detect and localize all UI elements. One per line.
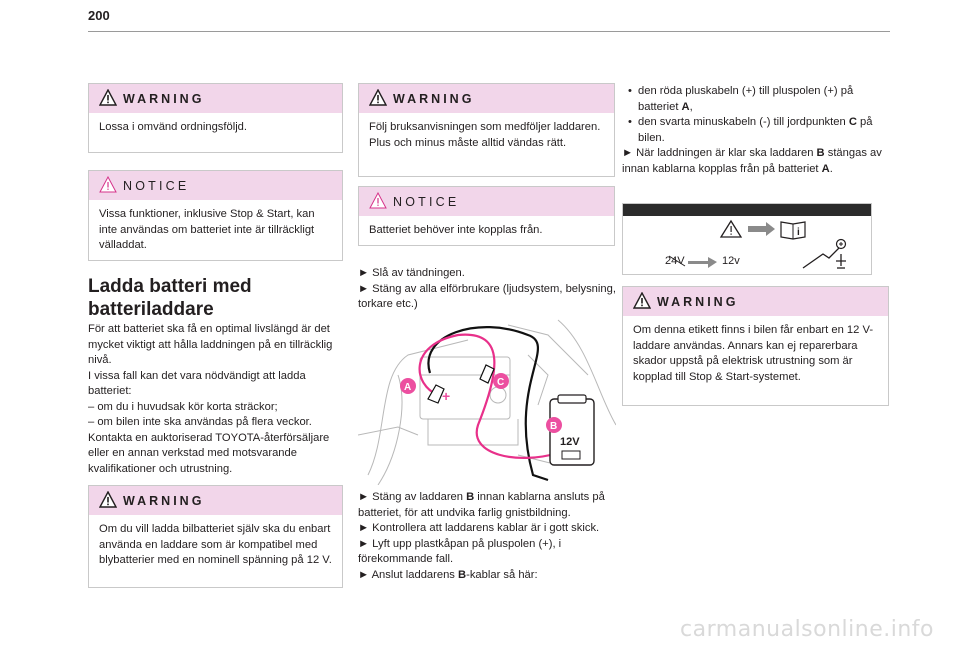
warning-triangle-icon [99, 89, 117, 106]
notice-title: NOTICE [123, 179, 190, 193]
connection-bullets: den röda pluskabeln (+) till pluspolen (… [622, 84, 892, 177]
svg-text:+: + [442, 388, 450, 404]
notice-box-1: NOTICE Vissa funktioner, inklusive Stop … [88, 170, 343, 261]
warning-header: WARNING [89, 84, 342, 113]
warning-box-4: WARNING Om denna etikett finns i bilen f… [622, 286, 889, 406]
warning-box-1: WARNING Lossa i omvänd ordningsföljd. [88, 83, 343, 153]
clamp-icon [802, 247, 840, 269]
label-top-bar [623, 204, 871, 216]
label-arrow-icon [748, 222, 775, 236]
intro-text: För att batteriet ska få en optimal livs… [88, 322, 344, 477]
notice-header: NOTICE [359, 187, 614, 216]
bullet-item: den svarta minuskabeln (-) till jordpunk… [622, 115, 892, 146]
steps-1: ► Slå av tändningen. ► Stäng av alla elf… [358, 266, 616, 313]
warning-title: WARNING [393, 92, 475, 106]
intro-dash-item: – om bilen inte ska användas på flera ve… [88, 416, 312, 428]
intro-dash-item: – om du i huvudsak kör korta sträckor; [88, 400, 278, 413]
notice-triangle-icon [99, 176, 117, 193]
marker-b: B [550, 421, 557, 432]
label-12v: 12v [722, 255, 740, 267]
warning-text: Lossa i omvänd ordningsföljd. [99, 121, 248, 133]
warning-text: Om du vill ladda bilbatteriet själv ska … [99, 523, 332, 566]
warning-title: WARNING [123, 92, 205, 106]
step-item: ► Stäng av alla elförbrukare (ljudsystem… [358, 282, 616, 311]
battery-charger-illustration: + 12V A C B [358, 319, 616, 485]
notice-box-2: NOTICE Batteriet behöver inte kopplas fr… [358, 186, 615, 246]
steps-2: ► Stäng av laddaren B innan kablarna ans… [358, 490, 616, 583]
label-warning-icon [719, 219, 743, 238]
charger-label-image: i 24V 12v [622, 203, 872, 275]
warning-text: Om denna etikett finns i bilen får enbar… [633, 324, 874, 383]
warning-box-2: WARNING Om du vill ladda bilbatteriet sj… [88, 485, 343, 588]
warning-triangle-icon [369, 89, 387, 106]
notice-header: NOTICE [89, 171, 342, 200]
warning-header: WARNING [89, 486, 342, 515]
step-item: ► Kontrollera att laddarens kablar är i … [358, 522, 600, 534]
notice-title: NOTICE [393, 195, 460, 209]
intro-paragraph: För att batteriet ska få en optimal livs… [88, 323, 333, 366]
step-item: ► Slå av tändningen. [358, 267, 465, 279]
step-item: ► Anslut laddarens B-kablar så här: [358, 568, 538, 581]
notice-text: Vissa funktioner, inklusive Stop & Start… [99, 208, 315, 251]
warning-box-3: WARNING Följ bruksanvisningen som medföl… [358, 83, 615, 177]
section-heading: Ladda batteri med batteriladdare [88, 276, 252, 320]
step-item: ► Stäng av laddaren B innan kablarna ans… [358, 491, 605, 519]
warning-title: WARNING [123, 494, 205, 508]
warning-triangle-icon [99, 491, 117, 508]
warning-text: Följ bruksanvisningen som medföljer ladd… [369, 121, 601, 149]
intro-paragraph: Kontakta en auktoriserad TOYOTA-återförs… [88, 431, 330, 475]
step-item: ► Lyft upp plastkåpan på pluspolen (+), … [358, 537, 562, 566]
bullet-item: den röda pluskabeln (+) till pluspolen (… [622, 84, 892, 115]
marker-c: C [497, 377, 504, 388]
label-arrow-icon-2 [688, 257, 717, 268]
intro-paragraph: I vissa fall kan det vara nödvändigt att… [88, 369, 306, 398]
notice-text: Batteriet behöver inte kopplas från. [369, 224, 543, 236]
top-divider [88, 31, 890, 32]
marker-a: A [404, 382, 411, 393]
warning-header: WARNING [623, 287, 888, 316]
notice-triangle-icon [369, 192, 387, 209]
page-number: 200 [88, 8, 110, 23]
warning-header: WARNING [359, 84, 614, 113]
svg-text:i: i [797, 227, 800, 238]
label-24v: 24V [665, 255, 685, 267]
warning-title: WARNING [657, 295, 739, 309]
watermark: carmanualsonline.info [680, 617, 934, 642]
charger-voltage-label: 12V [560, 436, 580, 448]
warning-triangle-icon [633, 292, 651, 309]
step-item: ► När laddningen är klar ska laddaren B … [622, 147, 882, 175]
